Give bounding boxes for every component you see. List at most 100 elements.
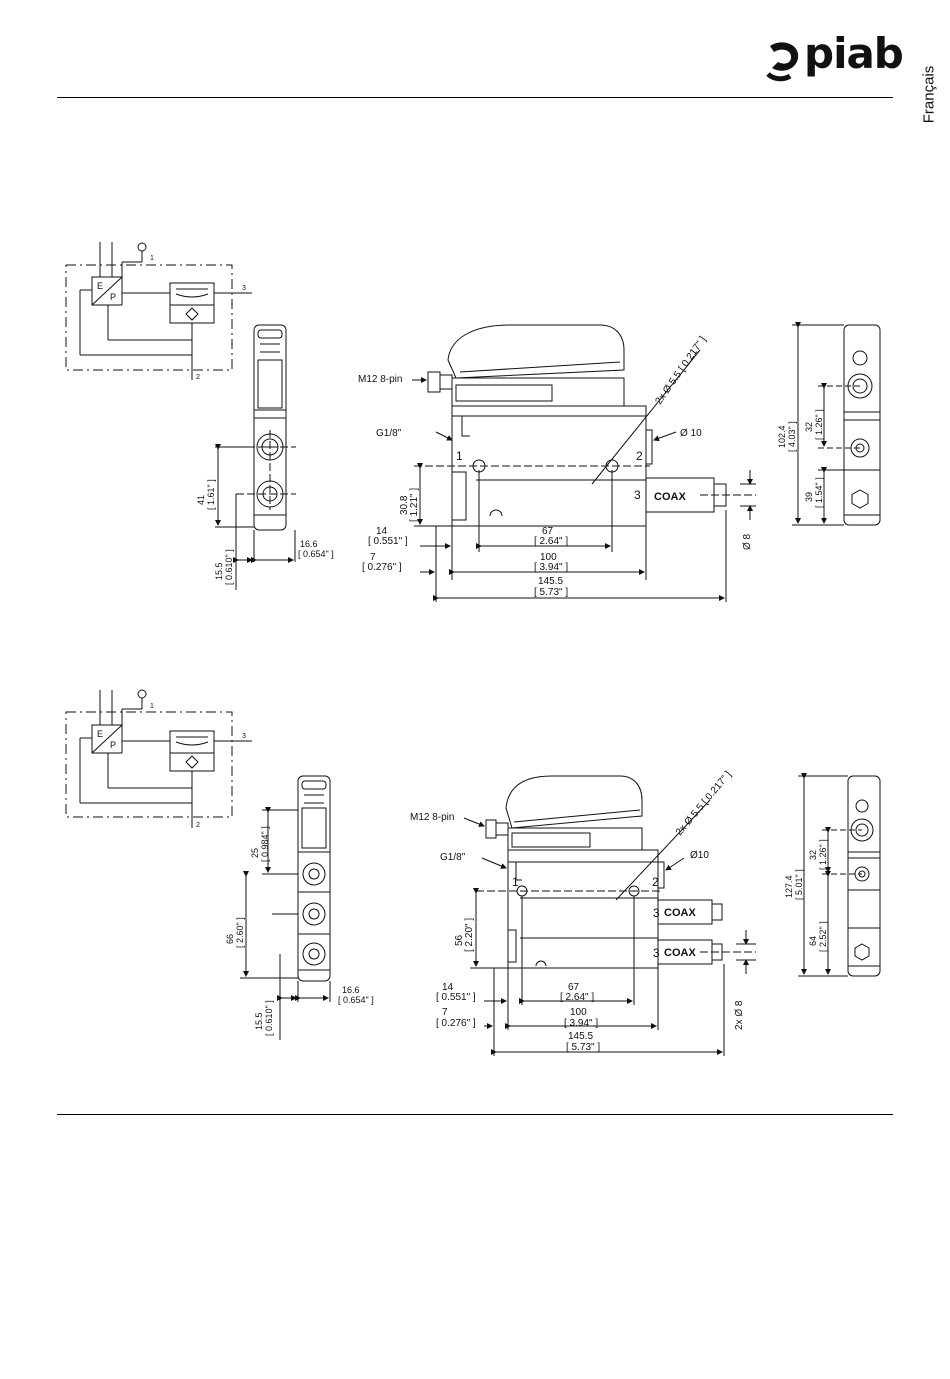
end-view-2 xyxy=(798,773,881,977)
g18-label-2: G1/8" xyxy=(440,852,466,863)
side2-ejector-body xyxy=(507,849,659,969)
dim2-66-in: [ 2.60" ] xyxy=(235,917,245,948)
schematic-p-label: P xyxy=(110,292,116,302)
dim-30-8-in: [ 1.21" ] xyxy=(409,488,420,522)
header-rule xyxy=(57,97,893,98)
dim2-56-in: [ 2.20" ] xyxy=(464,918,475,952)
dim-14-in: [ 0.551" ] xyxy=(368,536,408,547)
schematic2-p-label: P xyxy=(110,740,116,750)
hole-d10-label-2: Ø10 xyxy=(690,850,709,861)
dim2-15-5: 15.5 xyxy=(254,1012,264,1030)
dim-39: 39 xyxy=(804,492,814,502)
dim2-145-5: 145.5 xyxy=(568,1031,593,1042)
dim-102-4: 102.4 xyxy=(777,425,787,448)
schematic-port2-label: 2 xyxy=(196,374,200,381)
schematic-port1-label: 1 xyxy=(150,255,154,262)
schematic2-e-label: E xyxy=(97,729,103,739)
dim2-25-in: [ 0.984" ] xyxy=(260,826,270,862)
front-view-2 xyxy=(240,775,331,1040)
dim-d8: Ø 8 xyxy=(742,533,753,550)
side-view xyxy=(412,324,756,602)
dim-16-6: 16.6 xyxy=(300,539,318,549)
dim-67: 67 xyxy=(542,526,554,537)
side-label-area xyxy=(455,384,553,402)
port-1-label: 1 xyxy=(456,449,463,463)
dim2-32-in: [ 1.26" ] xyxy=(818,839,828,870)
dim-30-8: 30.8 xyxy=(399,495,410,515)
piab-logo: piab xyxy=(764,30,904,84)
dim2-14-in: [ 0.551" ] xyxy=(436,992,476,1003)
dim2-127-4-in: [ 5.01" ] xyxy=(794,869,804,900)
coax-logo-text-upper: COAX xyxy=(664,907,696,919)
hole-2x-label: 2x Ø 5.5 [ 0.217" ] xyxy=(653,334,708,406)
dim2-64-in: [ 2.52" ] xyxy=(818,921,828,952)
dim2-56: 56 xyxy=(454,934,465,946)
ep-converter-box xyxy=(91,276,123,306)
dim-14: 14 xyxy=(376,526,388,537)
port2-1-label: 1 xyxy=(512,875,519,889)
check-valve-symbol xyxy=(185,307,199,321)
dim-7-in: [ 0.276" ] xyxy=(362,562,402,573)
m12-connector-icon xyxy=(427,371,441,393)
dim2-32: 32 xyxy=(808,850,818,860)
dim2-14: 14 xyxy=(442,982,454,993)
hole-2x-label-2: 2x Ø 5.5 [ 0.217" ] xyxy=(674,769,734,838)
m12-label-2: M12 8-pin xyxy=(410,812,454,823)
dim-32-in: [ 1.26" ] xyxy=(814,409,824,440)
dim-7: 7 xyxy=(370,552,376,563)
schematic2-port3-label: 3 xyxy=(242,733,246,740)
dim2-15-5-in: [ 0.610" ] xyxy=(264,1000,274,1036)
schematic-e-label: E xyxy=(97,281,103,291)
port-2-label: 2 xyxy=(636,449,643,463)
dim-15-5: 15.5 xyxy=(214,562,224,580)
schematic2-port1-label: 1 xyxy=(150,703,154,710)
dim-16-6-in: [ 0.654" ] xyxy=(298,549,334,559)
port2-2-label: 2 xyxy=(652,875,659,889)
dim-100: 100 xyxy=(540,552,557,563)
dim2-100-in: [ 3.94" ] xyxy=(564,1018,598,1029)
port-3-label: 3 xyxy=(634,488,641,502)
footer-rule xyxy=(57,1114,893,1115)
brand-name: piab xyxy=(804,29,904,78)
dim2-145-5-in: [ 5.73" ] xyxy=(566,1042,600,1053)
port2-3-upper-label: 3 xyxy=(653,906,660,920)
dim-39-in: [ 1.54" ] xyxy=(814,477,824,508)
port2-3-lower-label: 3 xyxy=(653,946,660,960)
coax-logo-text-lower: COAX xyxy=(664,947,696,959)
dim-41: 41 xyxy=(196,495,206,505)
side-view-2 xyxy=(463,775,756,1056)
supply-port-symbol xyxy=(137,242,147,252)
dim2-7: 7 xyxy=(442,1007,448,1018)
dim2-d8: 2x Ø 8 xyxy=(734,1000,745,1030)
g18-label: G1/8" xyxy=(376,428,402,439)
m12-label: M12 8-pin xyxy=(358,374,402,385)
hole-d10-label: Ø 10 xyxy=(680,428,702,439)
top-drawing: E P 1 3 2 xyxy=(65,242,881,602)
dim2-25: 25 xyxy=(250,848,260,858)
dim2-16-6: 16.6 xyxy=(342,985,360,995)
side-housing-cover xyxy=(447,324,625,379)
schematic-port3-label: 3 xyxy=(242,285,246,292)
bottom-drawing: E P 1 3 2 xyxy=(65,689,881,1056)
dim2-67: 67 xyxy=(568,982,580,993)
dim2-64: 64 xyxy=(808,936,818,946)
piab-swirl-icon xyxy=(766,42,799,82)
front-view xyxy=(215,324,296,590)
dim2-100: 100 xyxy=(570,1007,587,1018)
dim-67-in: [ 2.64" ] xyxy=(534,536,568,547)
dim-145-5-in: [ 5.73" ] xyxy=(534,587,568,598)
dim2-127-4: 127.4 xyxy=(784,875,794,898)
dim2-7-in: [ 0.276" ] xyxy=(436,1018,476,1029)
dim-32: 32 xyxy=(804,422,814,432)
dim-41-in: [ 1.61" ] xyxy=(206,479,216,510)
dim2-16-6-in: [ 0.654" ] xyxy=(338,995,374,1005)
pneumatic-schematic-2 xyxy=(65,689,252,828)
dim-102-4-in: [ 4.03" ] xyxy=(787,421,797,452)
dim-100-in: [ 3.94" ] xyxy=(534,562,568,573)
end-view xyxy=(792,322,881,526)
dim2-67-in: [ 2.64" ] xyxy=(560,992,594,1003)
coax-logo-text: COAX xyxy=(654,491,686,503)
dim2-66: 66 xyxy=(225,934,235,944)
